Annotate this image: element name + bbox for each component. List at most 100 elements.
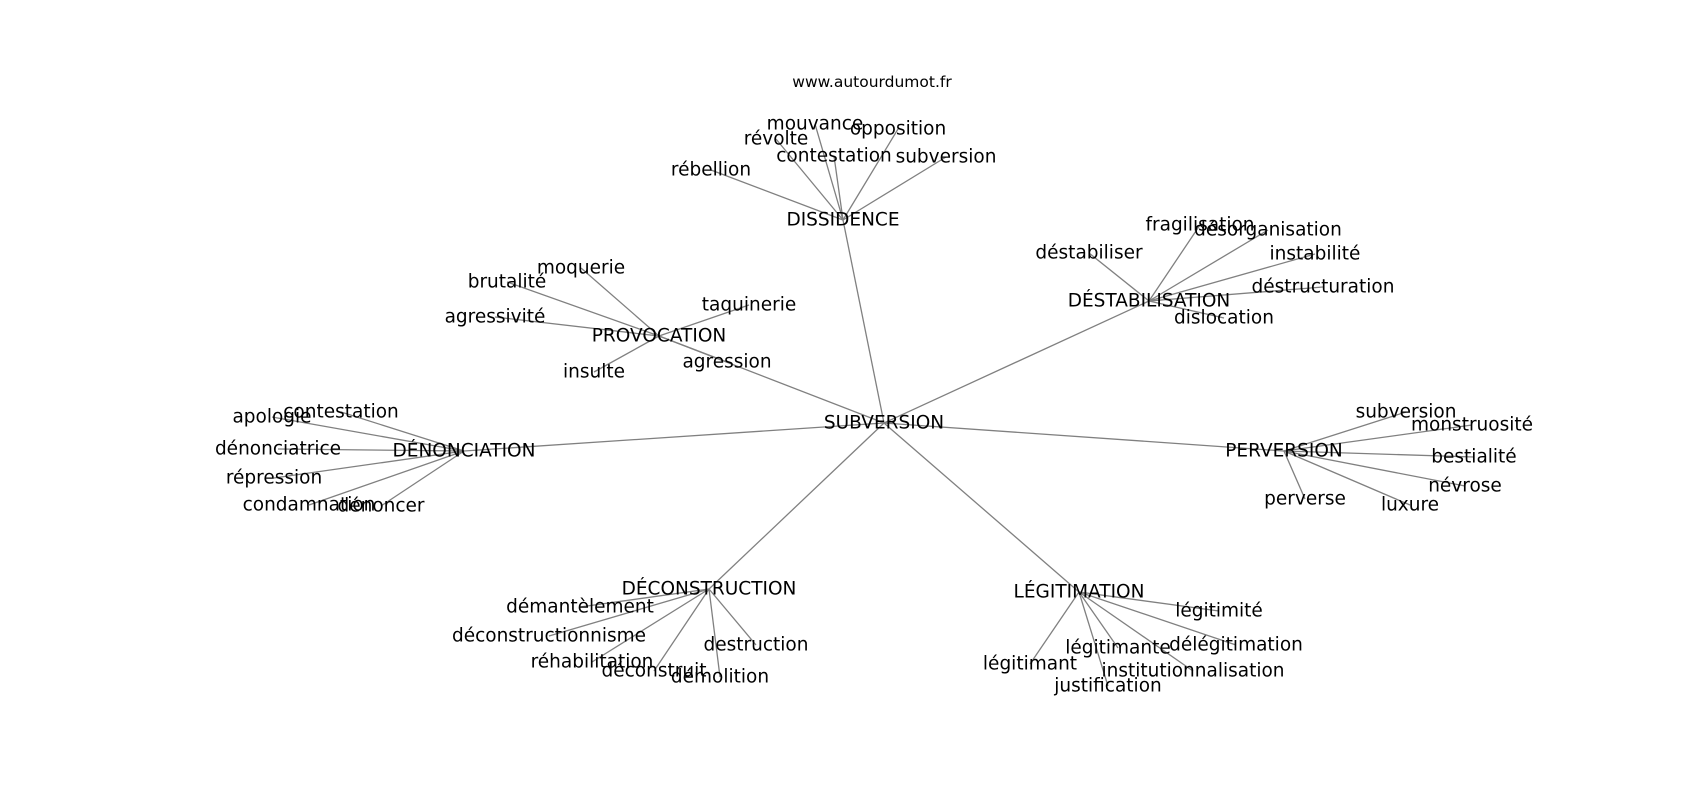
edge-legitimation-4	[1078, 591, 1109, 687]
word-node-dissidence-3[interactable]: contestation	[776, 146, 892, 167]
word-node-destabilisation-4[interactable]: déstructuration	[1252, 277, 1395, 298]
word-node-provocation-2[interactable]: agressivité	[445, 307, 546, 328]
word-node-dissidence-4[interactable]: opposition	[850, 119, 946, 140]
word-node-denonciation-5[interactable]: dénoncer	[337, 496, 424, 517]
word-node-perversion-0[interactable]: subversion	[1356, 402, 1457, 423]
edge-destabilisation-4	[1148, 286, 1324, 302]
edge-dissidence-3	[833, 155, 844, 221]
word-node-dissidence-2[interactable]: mouvance	[767, 114, 864, 135]
word-node-legitimation-4[interactable]: justification	[1053, 676, 1162, 697]
edge-provocation-3	[658, 304, 750, 337]
word-node-dissidence-5[interactable]: subversion	[896, 147, 997, 168]
word-node-provocation-1[interactable]: brutalité	[468, 272, 547, 293]
word-node-provocation-0[interactable]: moquerie	[537, 258, 625, 279]
word-node-deconstruction-5[interactable]: destruction	[704, 635, 809, 656]
word-node-dissidence-1[interactable]: révolte	[744, 129, 809, 150]
cluster-node-destabilisation[interactable]: DÉSTABILISATION	[1068, 290, 1231, 312]
edge-center-perversion	[883, 422, 1285, 452]
edge-legitimation-3	[1078, 591, 1119, 649]
word-node-legitimation-1[interactable]: délégitimation	[1169, 635, 1303, 656]
word-node-denonciation-3[interactable]: répression	[226, 468, 322, 489]
word-node-denonciation-2[interactable]: dénonciatrice	[215, 439, 341, 460]
edge-dissidence-0	[710, 169, 844, 221]
edge-legitimation-5	[1029, 591, 1080, 665]
edge-perversion-5	[1283, 450, 1306, 500]
word-node-denonciation-4[interactable]: condamnation	[243, 495, 376, 516]
edge-perversion-0	[1283, 411, 1407, 452]
center-node-label: SUBVERSION	[824, 413, 944, 434]
word-node-perversion-4[interactable]: luxure	[1381, 495, 1439, 516]
word-node-deconstruction-3[interactable]: déconstruit	[602, 661, 707, 682]
word-node-provocation-4[interactable]: insulte	[563, 362, 625, 383]
edge-center-legitimation	[883, 422, 1080, 593]
word-node-denonciation-0[interactable]: apologie	[232, 407, 311, 428]
edge-legitimation-1	[1078, 591, 1237, 646]
edge-denonciation-5	[380, 450, 465, 507]
edge-legitimation-2	[1078, 591, 1194, 672]
edge-denonciation-0	[271, 416, 465, 452]
edge-center-dissidence	[842, 219, 885, 424]
edge-center-denonciation	[463, 422, 885, 452]
edge-deconstruction-5	[708, 588, 757, 646]
edge-denonciation-4	[308, 450, 465, 506]
edge-perversion-2	[1283, 450, 1475, 458]
word-node-legitimation-0[interactable]: légitimité	[1175, 601, 1263, 622]
word-node-perversion-2[interactable]: bestialité	[1431, 447, 1516, 468]
edge-perversion-3	[1283, 450, 1466, 487]
edge-deconstruction-3	[653, 588, 710, 672]
edge-deconstruction-2	[591, 588, 710, 663]
cluster-node-dissidence[interactable]: DISSIDENCE	[786, 210, 899, 231]
word-node-deconstruction-0[interactable]: démantèlement	[506, 597, 654, 618]
edge-provocation-2	[494, 316, 660, 337]
word-node-legitimation-3[interactable]: légitimante	[1065, 638, 1171, 659]
edge-provocation-4	[593, 335, 660, 373]
word-node-destabilisation-2[interactable]: désorganisation	[1194, 220, 1342, 241]
word-node-deconstruction-4[interactable]: démolition	[671, 667, 769, 688]
word-node-destabilisation-3[interactable]: instabilité	[1270, 244, 1361, 265]
cluster-node-provocation[interactable]: PROVOCATION	[592, 326, 726, 347]
edge-deconstruction-1	[548, 588, 710, 637]
edge-center-destabilisation	[883, 300, 1150, 424]
word-node-destabilisation-1[interactable]: fragilisation	[1145, 215, 1254, 236]
word-node-perversion-3[interactable]: névrose	[1428, 476, 1502, 497]
source-watermark: www.autourdumot.fr	[792, 73, 952, 91]
edge-denonciation-1	[340, 411, 465, 452]
word-node-legitimation-5[interactable]: légitimant	[983, 654, 1077, 675]
edge-destabilisation-5	[1148, 300, 1225, 319]
edge-provocation-0	[580, 267, 660, 337]
word-node-deconstruction-1[interactable]: déconstructionnisme	[452, 626, 646, 647]
word-node-provocation-5[interactable]: agression	[682, 352, 771, 373]
word-node-destabilisation-0[interactable]: déstabiliser	[1035, 243, 1143, 264]
edge-deconstruction-4	[708, 588, 721, 678]
edge-destabilisation-2	[1148, 229, 1269, 302]
word-node-legitimation-2[interactable]: institutionnalisation	[1101, 661, 1284, 682]
edge-center-deconstruction	[708, 422, 885, 590]
edge-dissidence-4	[842, 128, 899, 221]
word-node-deconstruction-2[interactable]: réhabilitation	[531, 652, 654, 673]
edge-destabilisation-0	[1088, 252, 1150, 302]
edge-perversion-4	[1283, 450, 1411, 506]
edge-denonciation-3	[273, 450, 465, 479]
edge-dissidence-2	[814, 123, 844, 221]
edge-denonciation-2	[277, 448, 465, 452]
edge-provocation-1	[506, 281, 660, 337]
edge-perversion-1	[1283, 424, 1473, 452]
word-node-dissidence-0[interactable]: rébellion	[671, 160, 751, 181]
edge-dissidence-1	[775, 138, 844, 221]
word-node-perversion-1[interactable]: monstruosité	[1411, 415, 1533, 436]
word-node-provocation-3[interactable]: taquinerie	[702, 295, 796, 316]
edges-layer	[271, 123, 1475, 687]
word-node-denonciation-1[interactable]: contestation	[283, 402, 399, 423]
cluster-node-deconstruction[interactable]: DÉCONSTRUCTION	[622, 578, 797, 600]
cluster-node-legitimation[interactable]: LÉGITIMATION	[1014, 581, 1145, 603]
edge-provocation-5	[658, 335, 728, 363]
word-node-destabilisation-5[interactable]: dislocation	[1174, 308, 1274, 329]
edge-dissidence-5	[842, 156, 947, 221]
word-node-perversion-5[interactable]: perverse	[1264, 489, 1346, 510]
edge-legitimation-0	[1078, 591, 1220, 612]
edge-deconstruction-0	[579, 588, 710, 608]
cluster-node-perversion[interactable]: PERVERSION	[1225, 441, 1343, 462]
cluster-node-denonciation[interactable]: DÉNONCIATION	[393, 440, 536, 462]
